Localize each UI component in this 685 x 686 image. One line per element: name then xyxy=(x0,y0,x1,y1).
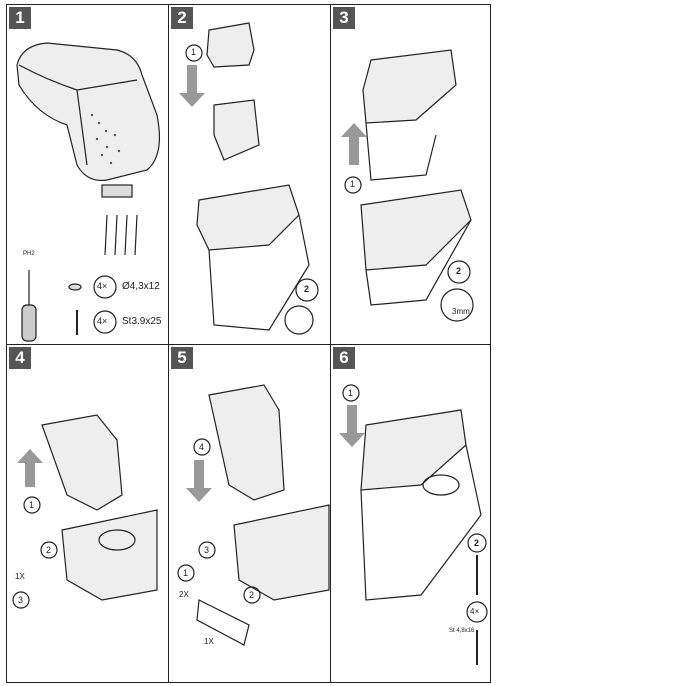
screw-size: St3.9x25 xyxy=(122,316,162,327)
step-5-panel: 5 4 3 1 2 2X 1X xyxy=(169,345,331,683)
step-3-callout-1: 1 xyxy=(350,179,356,189)
step-4-callout-1: 1 xyxy=(29,500,35,510)
step-6-screw-size: St 4,8x16 xyxy=(449,628,475,634)
step-2-number: 2 xyxy=(171,7,193,29)
step-5-callout-4: 4 xyxy=(199,442,205,452)
step-3-callout-2: 2 xyxy=(456,266,462,276)
step-6-callout-2: 2 xyxy=(474,538,480,548)
instruction-sheet: 1 xyxy=(6,4,491,683)
washer-size: Ø4,3x12 xyxy=(122,281,160,292)
washer-qty: 4× xyxy=(97,281,108,291)
step-3-number: 3 xyxy=(333,7,355,29)
step-1-illustration xyxy=(16,42,160,342)
step-4-qty: 1X xyxy=(15,572,25,581)
step-1-number: 1 xyxy=(9,7,31,29)
step-4-callout-2: 2 xyxy=(46,545,52,555)
step-2-panel: 2 1 2 xyxy=(169,5,331,345)
step-1-panel: 1 xyxy=(7,5,169,345)
step-5-callout-3: 3 xyxy=(204,545,210,555)
step-2-callout-2: 2 xyxy=(304,284,310,294)
step-5-qty-1: 1X xyxy=(204,637,214,646)
step-5-number: 5 xyxy=(171,347,193,369)
hex-key-size: 3mm xyxy=(452,307,470,316)
step-3-illustration xyxy=(341,49,474,322)
step-5-illustration xyxy=(177,384,330,646)
screw-qty: 4× xyxy=(97,316,108,326)
step-2-illustration xyxy=(179,22,319,335)
step-6-qty: 4× xyxy=(470,607,480,616)
step-5-callout-2: 2 xyxy=(249,590,255,600)
step-5-qty-2: 2X xyxy=(179,590,189,599)
screwdriver-label: PH2 xyxy=(23,251,35,257)
step-4-illustration xyxy=(12,414,158,609)
step-4-panel: 4 1 2 3 1X xyxy=(7,345,169,683)
step-6-number: 6 xyxy=(333,347,355,369)
step-2-callout-1: 1 xyxy=(191,47,197,57)
step-4-number: 4 xyxy=(9,347,31,369)
step-5-callout-1: 1 xyxy=(183,568,189,578)
step-4-callout-3: 3 xyxy=(18,595,24,605)
step-3-panel: 3 1 2 3mm xyxy=(331,5,491,345)
step-6-panel: 6 1 2 4× St 4,8x16 xyxy=(331,345,491,683)
step-6-illustration xyxy=(339,384,488,665)
step-6-callout-1: 1 xyxy=(348,388,354,398)
